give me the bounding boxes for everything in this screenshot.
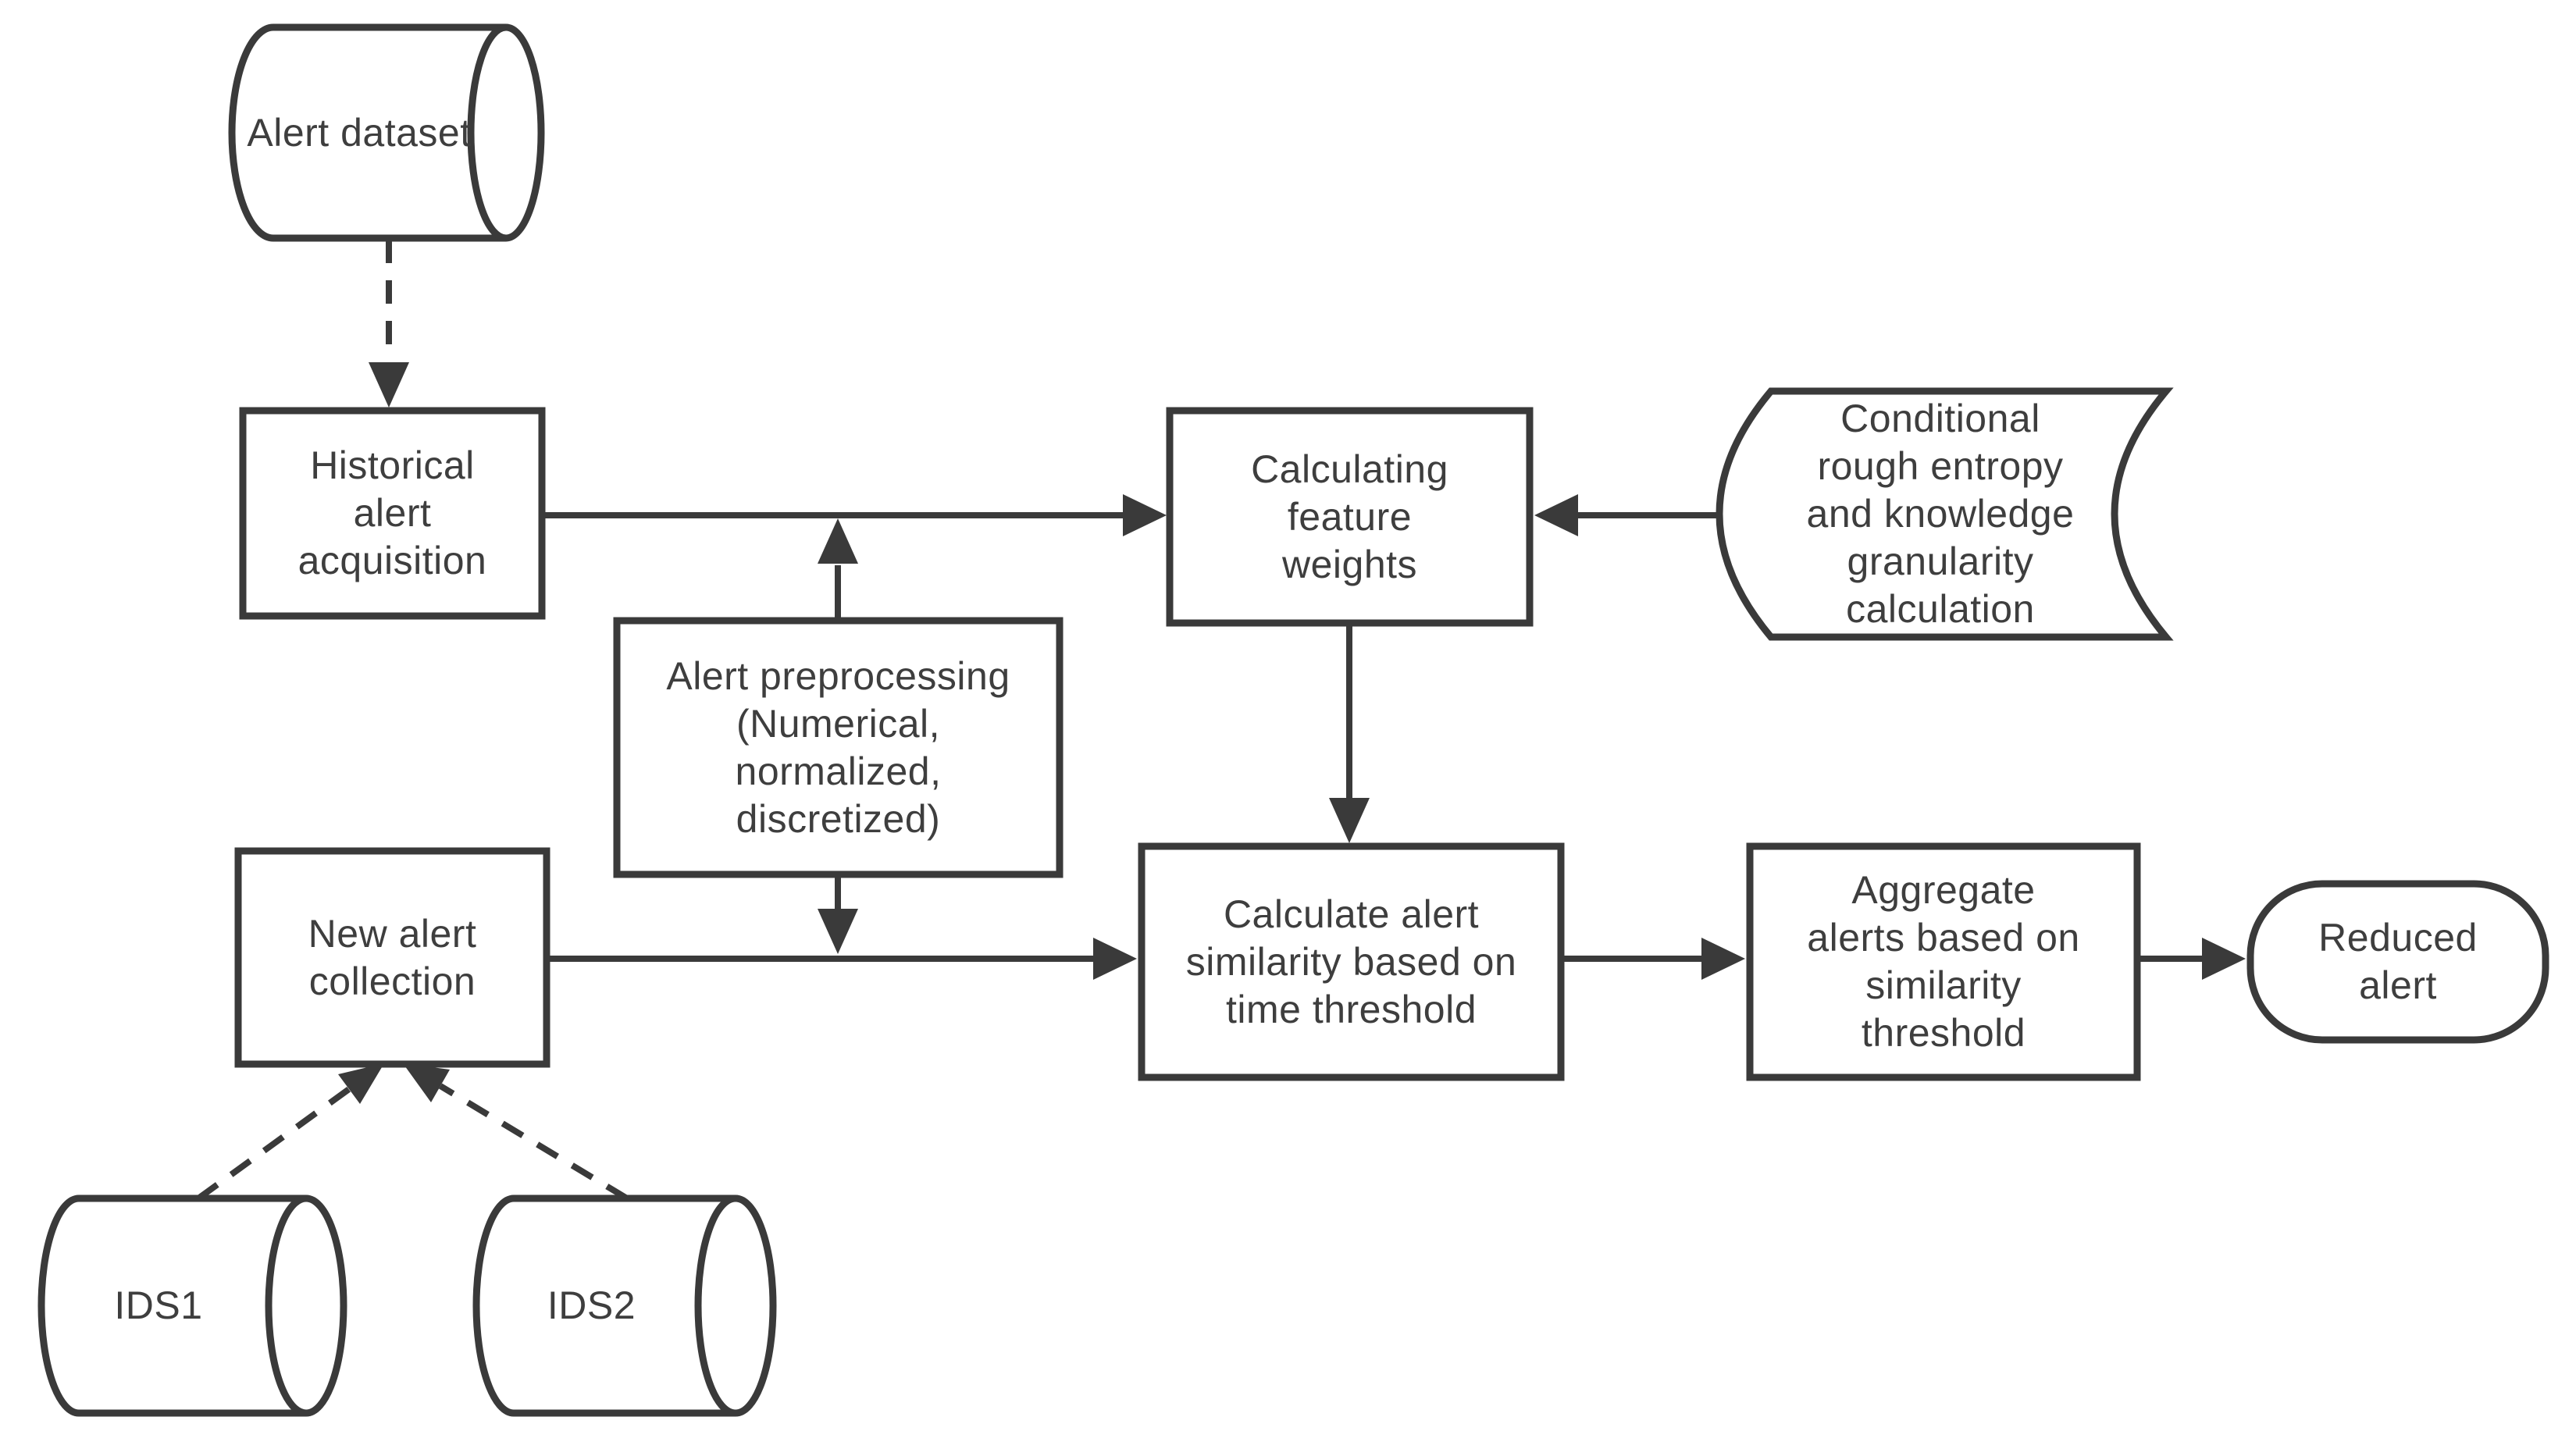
aggregate-label: Aggregate alerts based on similarity thr… [1807, 868, 2080, 1055]
edge-historical-to-calculating [542, 494, 1167, 536]
cylinder-body [228, 23, 506, 242]
historical-label: Historical alert acquisition [298, 443, 487, 582]
alert-dataset-cylinder-shape [228, 23, 545, 242]
cylinder-body [472, 1194, 736, 1417]
ids1-label: IDS1 [114, 1283, 203, 1327]
edge-calc-similarity-to-aggregate [1561, 938, 1745, 980]
preprocessing-box-shape [613, 617, 1064, 878]
edge-new-alert-to-calc-similarity [547, 938, 1137, 980]
conditional-stored-data-shape [1716, 387, 2174, 641]
calculating-label: Calculating feature weights [1251, 447, 1448, 586]
aggregate-box-shape [1746, 842, 2141, 1081]
edge-conditional-to-calculating [1534, 494, 1721, 536]
reduced-alert-terminator-shape [2246, 880, 2549, 1044]
historical-box-shape [239, 407, 546, 620]
cylinder-cap [265, 1194, 347, 1417]
cylinder-cap [694, 1194, 777, 1417]
alert-dataset-label: Alert dataset [247, 110, 472, 155]
arrowhead-down-icon [369, 362, 409, 408]
edge-ids1-to-new-alert [196, 1063, 384, 1202]
ids2-cylinder-shape [472, 1194, 777, 1417]
edge-calculating-to-calc-similarity [1329, 623, 1370, 843]
ids1-cylinder-shape [37, 1194, 347, 1417]
ids2-label: IDS2 [547, 1283, 636, 1327]
edge-aggregate-to-reduced [2137, 938, 2246, 980]
cylinder-cap [467, 23, 545, 242]
preprocessing-label: Alert preprocessing (Numerical, normaliz… [666, 653, 1010, 841]
arrowhead-right-icon [1093, 938, 1137, 980]
new-alert-box-shape [234, 847, 550, 1068]
calculating-box-shape [1166, 407, 1534, 627]
arrowhead-right-icon [1701, 938, 1745, 980]
edge-line [438, 1083, 629, 1202]
arrowhead-down-icon [1329, 798, 1370, 843]
reduced-alert-label: Reduced alert [2318, 916, 2478, 1007]
calc-similarity-box-shape [1138, 842, 1565, 1081]
arrowhead-up-icon [818, 518, 858, 564]
arrowhead-up-left-icon [403, 1063, 450, 1102]
conditional-label: Conditional rough entropy and knowledge … [1806, 397, 2075, 631]
arrowhead-right-icon [2202, 938, 2246, 980]
edge-line [196, 1086, 351, 1202]
new-alert-label: New alert collection [308, 911, 477, 1003]
edge-alert-dataset-to-historical [369, 240, 409, 408]
calc-similarity-label: Calculate alert similarity based on time… [1185, 892, 1517, 1031]
cylinder-body [37, 1194, 306, 1417]
edge-preprocessing-up-to-line [818, 518, 858, 619]
arrowhead-right-icon [1123, 494, 1167, 536]
edge-ids2-to-new-alert [403, 1063, 629, 1202]
arrowhead-left-icon [1534, 494, 1578, 536]
arrowhead-up-right-icon [338, 1063, 384, 1104]
edge-preprocessing-down-to-line [818, 874, 858, 954]
arrowhead-down-icon [818, 909, 858, 954]
